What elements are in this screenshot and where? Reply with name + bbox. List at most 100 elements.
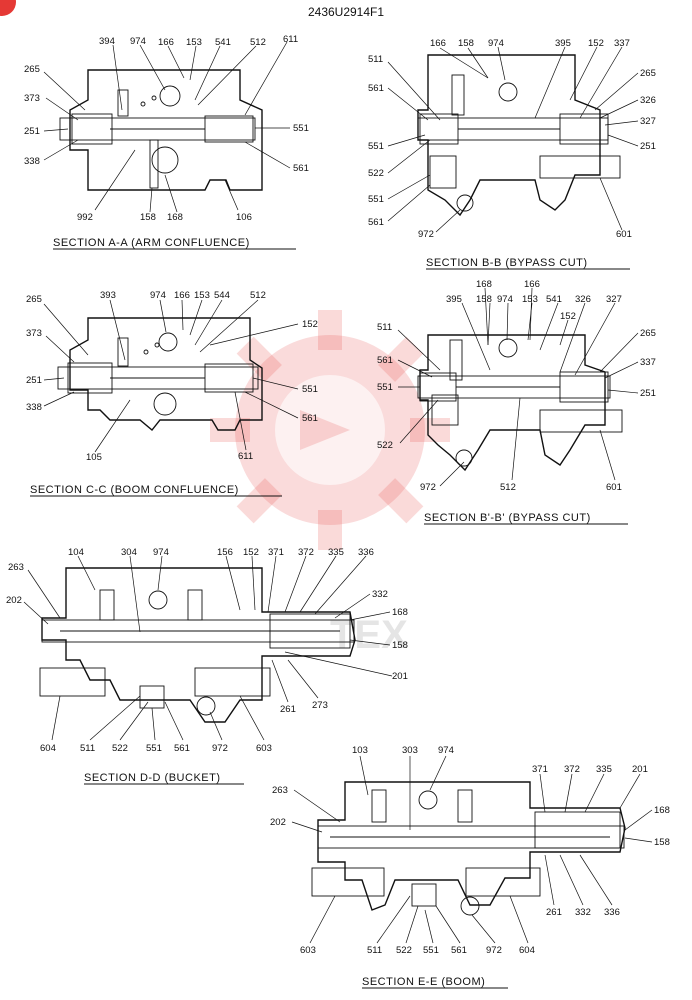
callout-label: 551 <box>146 743 162 754</box>
callout-label: 251 <box>24 126 40 137</box>
section-caption: SECTION D-D (BUCKET) <box>84 772 221 784</box>
callout-label: 106 <box>236 212 252 223</box>
callout-label: 338 <box>26 402 42 413</box>
callout-label: 972 <box>212 743 228 754</box>
callout-label: 261 <box>546 907 562 918</box>
callout-label: 522 <box>112 743 128 754</box>
section-a-a: 394 974 166 153 541 512 611 265 373 251 … <box>24 34 309 250</box>
callout-label: 371 <box>532 764 548 775</box>
callout-label: 105 <box>86 452 102 463</box>
callout-label: 326 <box>640 95 656 106</box>
callout-label: 166 <box>174 290 190 301</box>
section-caption: SECTION B-B (BYPASS CUT) <box>426 257 588 269</box>
callout-label: 561 <box>174 743 190 754</box>
callout-label: 522 <box>368 168 384 179</box>
callout-label: 201 <box>392 671 408 682</box>
callout-label: 336 <box>358 547 374 558</box>
callout-label: 371 <box>268 547 284 558</box>
section-e-e: 103 303 974 371 372 335 201 263 168 202 … <box>270 745 670 989</box>
callout-label: 551 <box>293 123 309 134</box>
callout-label: 551 <box>423 945 439 956</box>
callout-label: 512 <box>250 290 266 301</box>
callout-label: 551 <box>368 141 384 152</box>
callout-label: 152 <box>243 547 259 558</box>
callout-label: 561 <box>302 413 318 424</box>
callout-label: 395 <box>555 38 571 49</box>
callout-label: 158 <box>140 212 156 223</box>
section-caption: SECTION E-E (BOOM) <box>362 976 485 988</box>
callout-label: 604 <box>519 945 535 956</box>
callout-label: 373 <box>24 93 40 104</box>
callout-label: 336 <box>604 907 620 918</box>
callout-label: 544 <box>214 290 230 301</box>
callout-label: 153 <box>194 290 210 301</box>
callout-label: 156 <box>217 547 233 558</box>
callout-label: 153 <box>186 37 202 48</box>
callout-label: 166 <box>430 38 446 49</box>
callout-label: 168 <box>476 279 492 290</box>
callout-label: 601 <box>606 482 622 493</box>
callout-label: 974 <box>130 36 146 47</box>
callout-label: 327 <box>640 116 656 127</box>
callout-label: 511 <box>377 322 392 333</box>
section-d-d: 104 304 974 156 152 371 372 335 336 263 … <box>6 547 408 785</box>
callout-label: 974 <box>150 290 166 301</box>
callout-label: 372 <box>564 764 580 775</box>
callout-label: 327 <box>606 294 622 305</box>
callout-label: 541 <box>215 37 231 48</box>
callout-label: 251 <box>640 388 656 399</box>
section-caption: SECTION A-A (ARM CONFLUENCE) <box>53 237 250 249</box>
callout-label: 551 <box>368 194 384 205</box>
callout-label: 152 <box>560 311 576 322</box>
callout-label: 611 <box>283 34 298 45</box>
callout-label: 263 <box>8 562 24 573</box>
callout-label: 251 <box>26 375 42 386</box>
callout-label: 168 <box>654 805 670 816</box>
callout-label: 604 <box>40 743 56 754</box>
section-caption: SECTION C-C (BOOM CONFLUENCE) <box>30 484 239 496</box>
callout-label: 561 <box>368 83 384 94</box>
callout-label: 992 <box>77 212 93 223</box>
callout-label: 158 <box>392 640 408 651</box>
callout-label: 512 <box>500 482 516 493</box>
section-c-c: 393 974 166 153 544 512 265 152 373 251 … <box>26 290 318 497</box>
callout-label: 103 <box>352 745 368 756</box>
callout-label: 304 <box>121 547 137 558</box>
watermark-logo <box>210 310 450 550</box>
callout-label: 974 <box>497 294 513 305</box>
callout-label: 158 <box>654 837 670 848</box>
callout-label: 338 <box>24 156 40 167</box>
callout-label: 601 <box>616 229 632 240</box>
callout-label: 522 <box>377 440 393 451</box>
callout-label: 265 <box>24 64 40 75</box>
callout-label: 251 <box>640 141 656 152</box>
callout-label: 158 <box>476 294 492 305</box>
callout-label: 394 <box>99 36 115 47</box>
callout-label: 372 <box>298 547 314 558</box>
document-title: 2436U2914F1 <box>308 5 384 19</box>
callout-label: 551 <box>377 382 393 393</box>
callout-label: 152 <box>302 319 318 330</box>
callout-label: 273 <box>312 700 328 711</box>
callout-label: 511 <box>80 743 95 754</box>
callout-label: 511 <box>368 54 383 65</box>
callout-label: 265 <box>640 68 656 79</box>
callout-label: 152 <box>588 38 604 49</box>
callout-label: 974 <box>153 547 169 558</box>
callout-label: 561 <box>377 355 393 366</box>
callout-label: 153 <box>522 294 538 305</box>
callout-label: 541 <box>546 294 562 305</box>
callout-label: 168 <box>167 212 183 223</box>
callout-label: 974 <box>438 745 454 756</box>
callout-label: 561 <box>368 217 384 228</box>
callout-label: 972 <box>418 229 434 240</box>
callout-label: 104 <box>68 547 84 558</box>
callout-label: 561 <box>451 945 467 956</box>
callout-label: 373 <box>26 328 42 339</box>
callout-label: 395 <box>446 294 462 305</box>
callout-label: 332 <box>575 907 591 918</box>
callout-label: 393 <box>100 290 116 301</box>
callout-label: 303 <box>402 745 418 756</box>
callout-label: 337 <box>640 357 656 368</box>
